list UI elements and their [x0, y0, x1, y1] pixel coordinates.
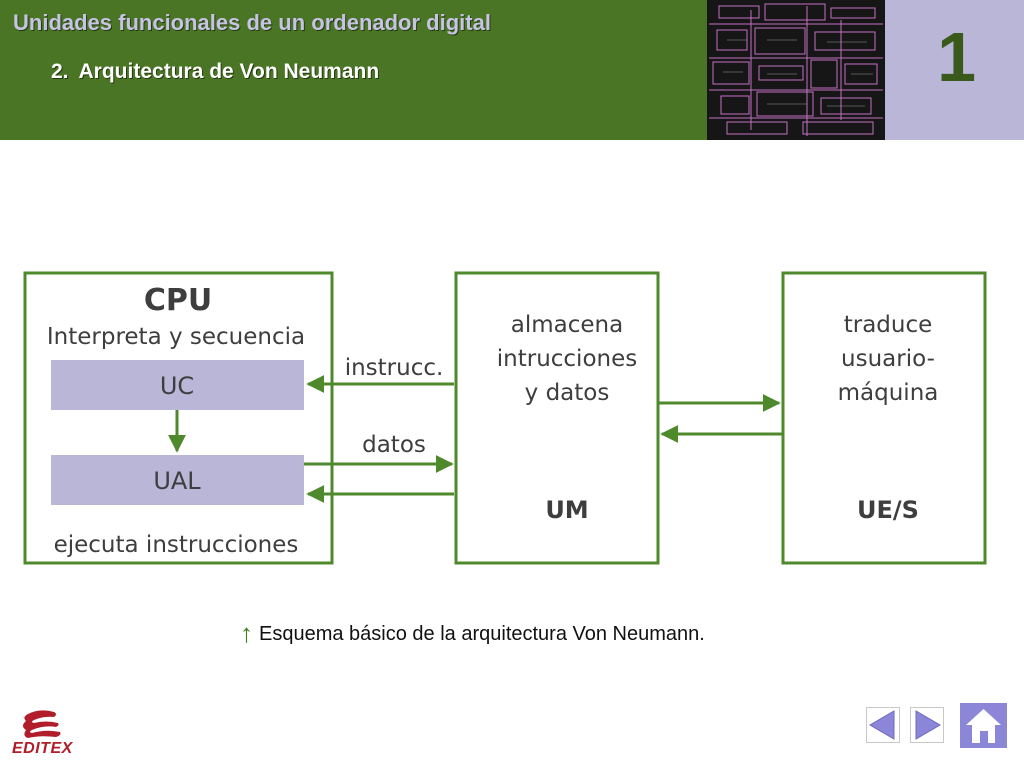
home-icon	[960, 703, 1007, 748]
home-button[interactable]	[960, 703, 1007, 748]
cpu-title: CPU	[144, 283, 212, 318]
section-number: 2.	[51, 60, 69, 83]
ual-box	[51, 455, 304, 505]
header-banner: Unidades funcionales de un ordenador dig…	[0, 0, 707, 140]
ues-box	[781, 271, 987, 565]
um-line-2: intrucciones	[497, 346, 637, 372]
ual-label: UAL	[153, 467, 201, 495]
um-label: UM	[545, 496, 588, 524]
ues-line-2: usuario-	[841, 346, 935, 372]
arrow-right-icon	[910, 707, 944, 743]
page-title: Unidades funcionales de un ordenador dig…	[13, 10, 491, 35]
ues-line-1: traduce	[844, 312, 933, 338]
cpu-box	[23, 271, 334, 565]
previous-button[interactable]	[866, 707, 900, 743]
cpu-subtitle: Interpreta y secuencia	[47, 324, 305, 350]
instrucc-label: instrucc.	[345, 355, 444, 381]
caption-text: Esquema básico de la arquitectura Von Ne…	[259, 623, 705, 645]
next-button[interactable]	[910, 707, 944, 743]
arrow-up-icon: ↑	[240, 618, 253, 648]
um-box	[454, 271, 660, 565]
section-title: Arquitectura de Von Neumann	[78, 60, 380, 83]
editex-logo-text: EDITEX	[12, 740, 73, 757]
section-heading: 2. Arquitectura de Von Neumann	[51, 60, 379, 84]
datos-label: datos	[362, 432, 426, 458]
um-line-3: y datos	[525, 380, 610, 406]
circuit-board-image	[707, 0, 885, 140]
chapter-badge: 1	[885, 0, 1024, 140]
figure-caption: ↑ Esquema básico de la arquitectura Von N…	[240, 618, 860, 649]
chapter-number: 1	[937, 18, 976, 96]
editex-logo: EDITEX	[10, 708, 80, 760]
ues-label: UE/S	[857, 496, 919, 524]
editex-logo-mark-icon	[23, 710, 61, 738]
von-neumann-diagram: CPU Interpreta y secuencia UC UAL ejecut…	[10, 260, 1010, 580]
ues-line-3: máquina	[838, 380, 939, 406]
um-line-1: almacena	[511, 312, 623, 338]
cpu-footer: ejecuta instrucciones	[54, 532, 299, 558]
uc-box	[51, 360, 304, 410]
arrow-left-icon	[866, 707, 900, 743]
uc-label: UC	[160, 372, 194, 400]
